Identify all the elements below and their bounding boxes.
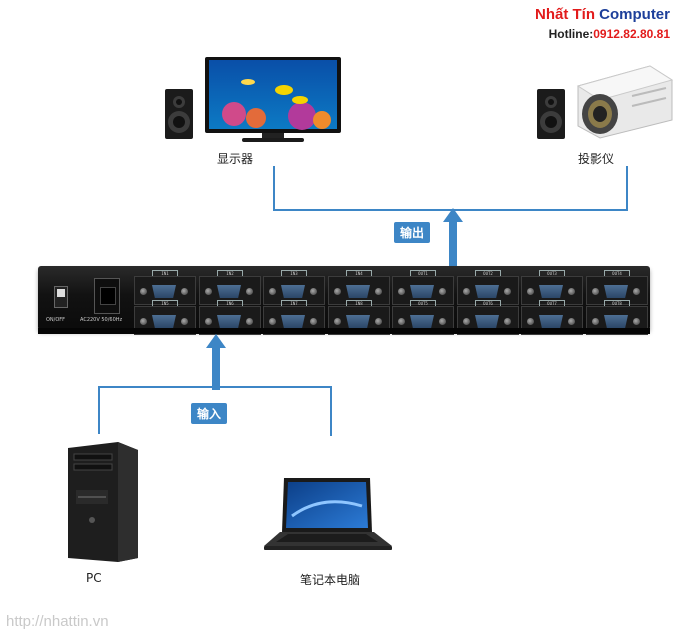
port-screw-icon [568,318,575,325]
vga-connector-icon [475,285,499,298]
vga-connector-icon [281,315,305,328]
hotline: Hotline:0912.82.80.81 [535,27,670,41]
output-line-right [626,166,628,210]
vga-port-out2[interactable] [457,276,519,305]
vga-connector-icon [217,315,241,328]
brand-name-part2: Computer [599,6,670,23]
input-line-horizontal [98,386,332,388]
pc-label: PC [86,571,102,585]
brand-name-part1: Nhất Tín [534,6,595,23]
input-tag: 输入 [191,403,228,424]
port-screw-icon [375,288,382,295]
monitor-icon [205,57,341,142]
laptop-label: 笔记本电脑 [300,573,361,587]
port-screw-icon [568,288,575,295]
power-socket-icon [100,287,116,305]
vga-connector-icon [346,315,370,328]
port-screw-icon [310,288,317,295]
port-screw-icon [246,318,253,325]
output-line-horizontal [273,209,628,211]
hotline-number: 0912.82.80.81 [593,27,670,41]
website-watermark: http://nhattin.vn [6,613,109,630]
port-screw-icon [140,288,147,295]
output-arrow-icon [443,208,463,276]
vga-connector-icon [152,315,176,328]
port-screw-icon [527,318,534,325]
port-screw-icon [633,288,640,295]
vga-port-out1[interactable] [392,276,454,305]
input-line-left [98,386,100,434]
speaker-right-icon [537,89,565,139]
port-screw-icon [439,288,446,295]
input-line-right [330,386,332,436]
pc-tower-icon [68,442,138,562]
port-screw-icon [527,288,534,295]
vga-connector-icon [281,285,305,298]
port-screw-icon [334,318,341,325]
port-screw-icon [398,288,405,295]
vga-connector-icon [604,285,628,298]
projector-label: 投影仪 [578,152,615,166]
vga-connector-icon [346,285,370,298]
port-screw-icon [205,318,212,325]
vga-connector-icon [539,315,563,328]
output-line-left [273,166,275,210]
vga-connector-icon [152,285,176,298]
port-screw-icon [181,318,188,325]
laptop-icon [264,478,392,550]
monitor-label: 显示器 [217,152,254,166]
power-label: ON/OFF [46,317,66,323]
port-screw-icon [439,318,446,325]
voltage-label: AC220V 50/60Hz [80,317,123,323]
vga-connector-icon [475,315,499,328]
port-screw-icon [269,318,276,325]
port-screw-icon [375,318,382,325]
hotline-label: Hotline: [548,27,594,41]
projector-icon [576,65,674,139]
port-screw-icon [592,318,599,325]
port-screw-icon [181,288,188,295]
port-screw-icon [140,318,147,325]
port-screw-icon [269,288,276,295]
brand-title: Nhất Tín Computer [535,6,670,23]
speaker-left-icon [165,89,193,139]
port-screw-icon [592,288,599,295]
power-inlet [94,278,120,314]
vga-connector-icon [217,285,241,298]
port-screw-icon [246,288,253,295]
port-screw-icon [463,288,470,295]
vga-connector-icon [410,315,434,328]
port-screw-icon [205,288,212,295]
brand-block: Nhất Tín Computer Hotline:0912.82.80.81 [535,6,670,41]
port-screw-icon [633,318,640,325]
switch-base [38,328,650,334]
port-screw-icon [463,318,470,325]
vga-connector-icon [604,315,628,328]
port-screw-icon [504,288,511,295]
output-tag: 输出 [394,222,431,243]
power-switch[interactable] [54,286,68,308]
port-screw-icon [310,318,317,325]
port-screw-icon [504,318,511,325]
input-arrow-icon [206,334,226,390]
vga-port-out7[interactable] [521,306,583,335]
vga-port-out4[interactable] [586,276,648,305]
vga-port-out3[interactable] [521,276,583,305]
port-screw-icon [398,318,405,325]
power-switch-rocker [57,289,65,297]
vga-connector-icon [410,285,434,298]
vga-connector-icon [539,285,563,298]
port-screw-icon [334,288,341,295]
